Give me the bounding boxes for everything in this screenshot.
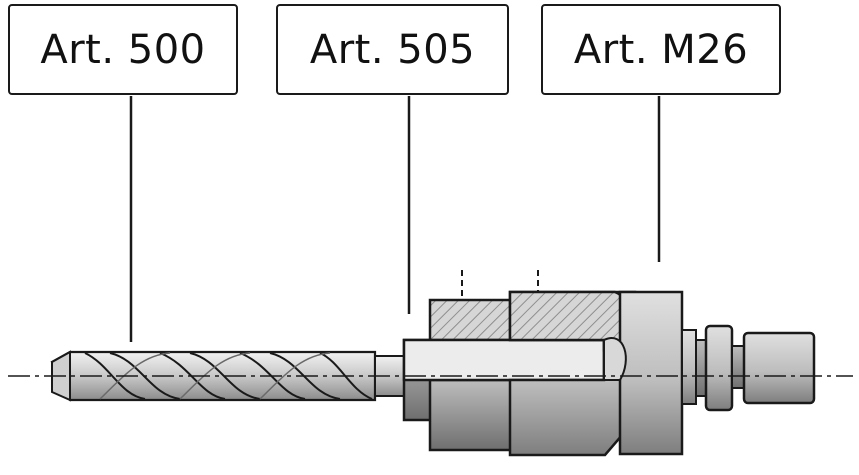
label-art-500: Art. 500 <box>8 4 238 95</box>
drill-bit-icon <box>50 350 406 402</box>
label-art-m26-text: Art. M26 <box>573 26 749 73</box>
label-art-m26: Art. M26 <box>541 4 781 95</box>
adapter-sleeve-icon <box>402 298 606 452</box>
label-art-505-text: Art. 505 <box>309 26 476 73</box>
holder-body-icon <box>508 290 684 457</box>
label-art-505: Art. 505 <box>276 4 509 95</box>
quick-connector-icon <box>681 324 816 412</box>
label-art-500-text: Art. 500 <box>40 26 206 73</box>
